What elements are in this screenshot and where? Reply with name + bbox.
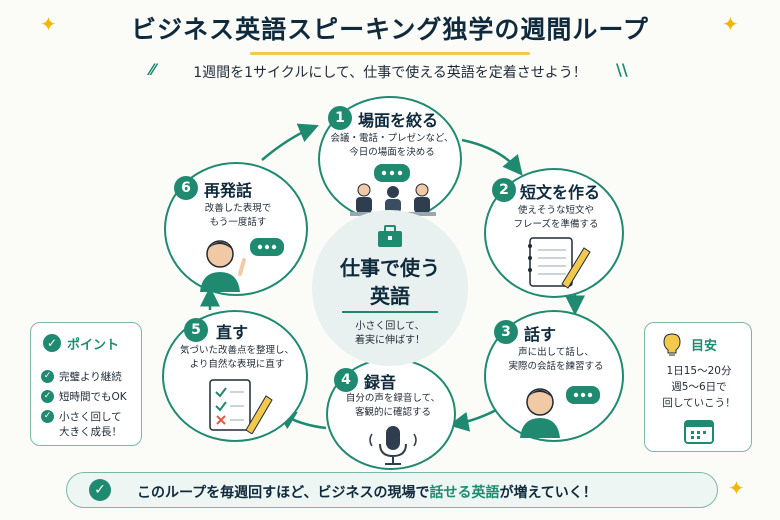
- step-6-description: 改善した表現でもう一度話す: [204, 203, 272, 228]
- center-divider: [342, 311, 438, 313]
- step-3-circle: 3 話す 声に出して話し、実際の会話を練習する: [484, 310, 624, 442]
- step-4-number: 4: [334, 368, 358, 392]
- check-icon: ✓: [41, 410, 54, 423]
- guide-line-3: 回していこう！: [662, 397, 736, 409]
- check-icon: ✓: [41, 370, 54, 383]
- points-box: ✓ ポイント ✓ 完璧より継続 ✓ 短時間でもOK ✓ 小さく回して 大きく成長…: [30, 322, 142, 446]
- title-underline: [250, 52, 530, 55]
- person-idea-icon: [200, 238, 284, 292]
- checklist-icon: [209, 379, 273, 434]
- step-3-title: 話す: [524, 325, 557, 344]
- footer-highlight: 話せる英語: [429, 485, 500, 501]
- point-item: 小さく回して: [59, 411, 122, 423]
- step-2-number: 2: [492, 178, 516, 202]
- footer-message: このループを毎週回すほど、ビジネスの現場で話せる英語が増えていく！: [137, 485, 597, 501]
- step-5-number: 5: [184, 318, 208, 342]
- footer-banner: ✓ このループを毎週回すほど、ビジネスの現場で話せる英語が増えていく！: [66, 472, 718, 508]
- sparkle-icon: ✦: [722, 12, 739, 36]
- points-title: ポイント: [67, 338, 120, 353]
- step-2-circle: 2 短文を作る 使えそうな短文やフレーズを準備する: [484, 168, 624, 298]
- check-circle-icon: ✓: [43, 334, 61, 352]
- arrow-6-to-1: [261, 123, 319, 161]
- center-title-line2: 英語: [370, 284, 410, 308]
- point-item: 大きく成長！: [59, 426, 122, 438]
- page-subtitle: 1週間を1サイクルにして、仕事で使える英語を定着させよう！: [193, 65, 587, 81]
- step-4-description: 自分の声を録音して、客観的に確認する: [345, 393, 441, 418]
- guide-title: 目安: [691, 339, 718, 354]
- step-5-description: 気づいた改善点を整理し、より自然な表現に直す: [179, 345, 294, 370]
- step-1-circle: 1 場面を絞る 会議・電話・プレゼンなど、今日の場面を決める: [318, 96, 462, 222]
- lightbulb-icon: [663, 333, 681, 356]
- step-1-title: 場面を絞る: [358, 111, 439, 130]
- step-5-circle: 5 直す 気づいた改善点を整理し、より自然な表現に直す: [162, 310, 308, 442]
- center-subtext-2: 着実に伸ばす！: [355, 335, 425, 346]
- calendar-icon: [684, 420, 714, 444]
- center-subtext-1: 小さく回して、: [355, 321, 425, 332]
- sparkle-icon: \\: [616, 60, 628, 79]
- guide-line-1: 1日15〜20分: [666, 365, 732, 377]
- step-2-description: 使えそうな短文やフレーズを準備する: [513, 205, 599, 230]
- center-hub: 仕事で使う 英語 小さく回して、 着実に伸ばす！: [312, 210, 468, 366]
- step-6-number: 6: [174, 176, 198, 200]
- point-item: 完璧より継続: [59, 371, 122, 383]
- step-1-number: 1: [328, 106, 352, 130]
- sparkle-icon: ⁄⁄: [150, 60, 156, 79]
- page-title: ビジネス英語スピーキング独学の週間ループ: [131, 15, 649, 44]
- step-5-title: 直す: [216, 323, 249, 342]
- check-icon: ✓: [41, 390, 54, 403]
- guide-box: 目安 1日15〜20分 週5〜6日で 回していこう！: [644, 322, 752, 452]
- step-4-circle: 4 録音 自分の声を録音して、客観的に確認する: [326, 358, 456, 470]
- microphone-icon: [369, 426, 417, 465]
- sparkle-icon: ✦: [40, 12, 57, 36]
- check-circle-icon: ✓: [89, 479, 111, 501]
- step-2-title: 短文を作る: [520, 183, 601, 202]
- center-title-line1: 仕事で使う: [340, 256, 440, 280]
- step-6-title: 再発話: [204, 181, 253, 200]
- step-6-circle: 6 再発話 改善した表現でもう一度話す: [164, 162, 308, 296]
- step-3-description: 声に出して話し、実際の会話を練習する: [508, 347, 604, 372]
- step-3-number: 3: [494, 320, 518, 344]
- sparkle-icon: ✦: [728, 476, 745, 500]
- point-item: 短時間でもOK: [59, 391, 127, 403]
- arrow-1-to-2: [461, 138, 523, 176]
- briefcase-icon: [378, 225, 402, 247]
- step-1-description: 会議・電話・プレゼンなど、今日の場面を決める: [330, 133, 454, 158]
- guide-line-2: 週5〜6日で: [671, 381, 727, 393]
- notebook-pen-icon: [528, 237, 591, 289]
- step-4-title: 録音: [364, 373, 397, 392]
- speaking-person-icon: [520, 386, 600, 438]
